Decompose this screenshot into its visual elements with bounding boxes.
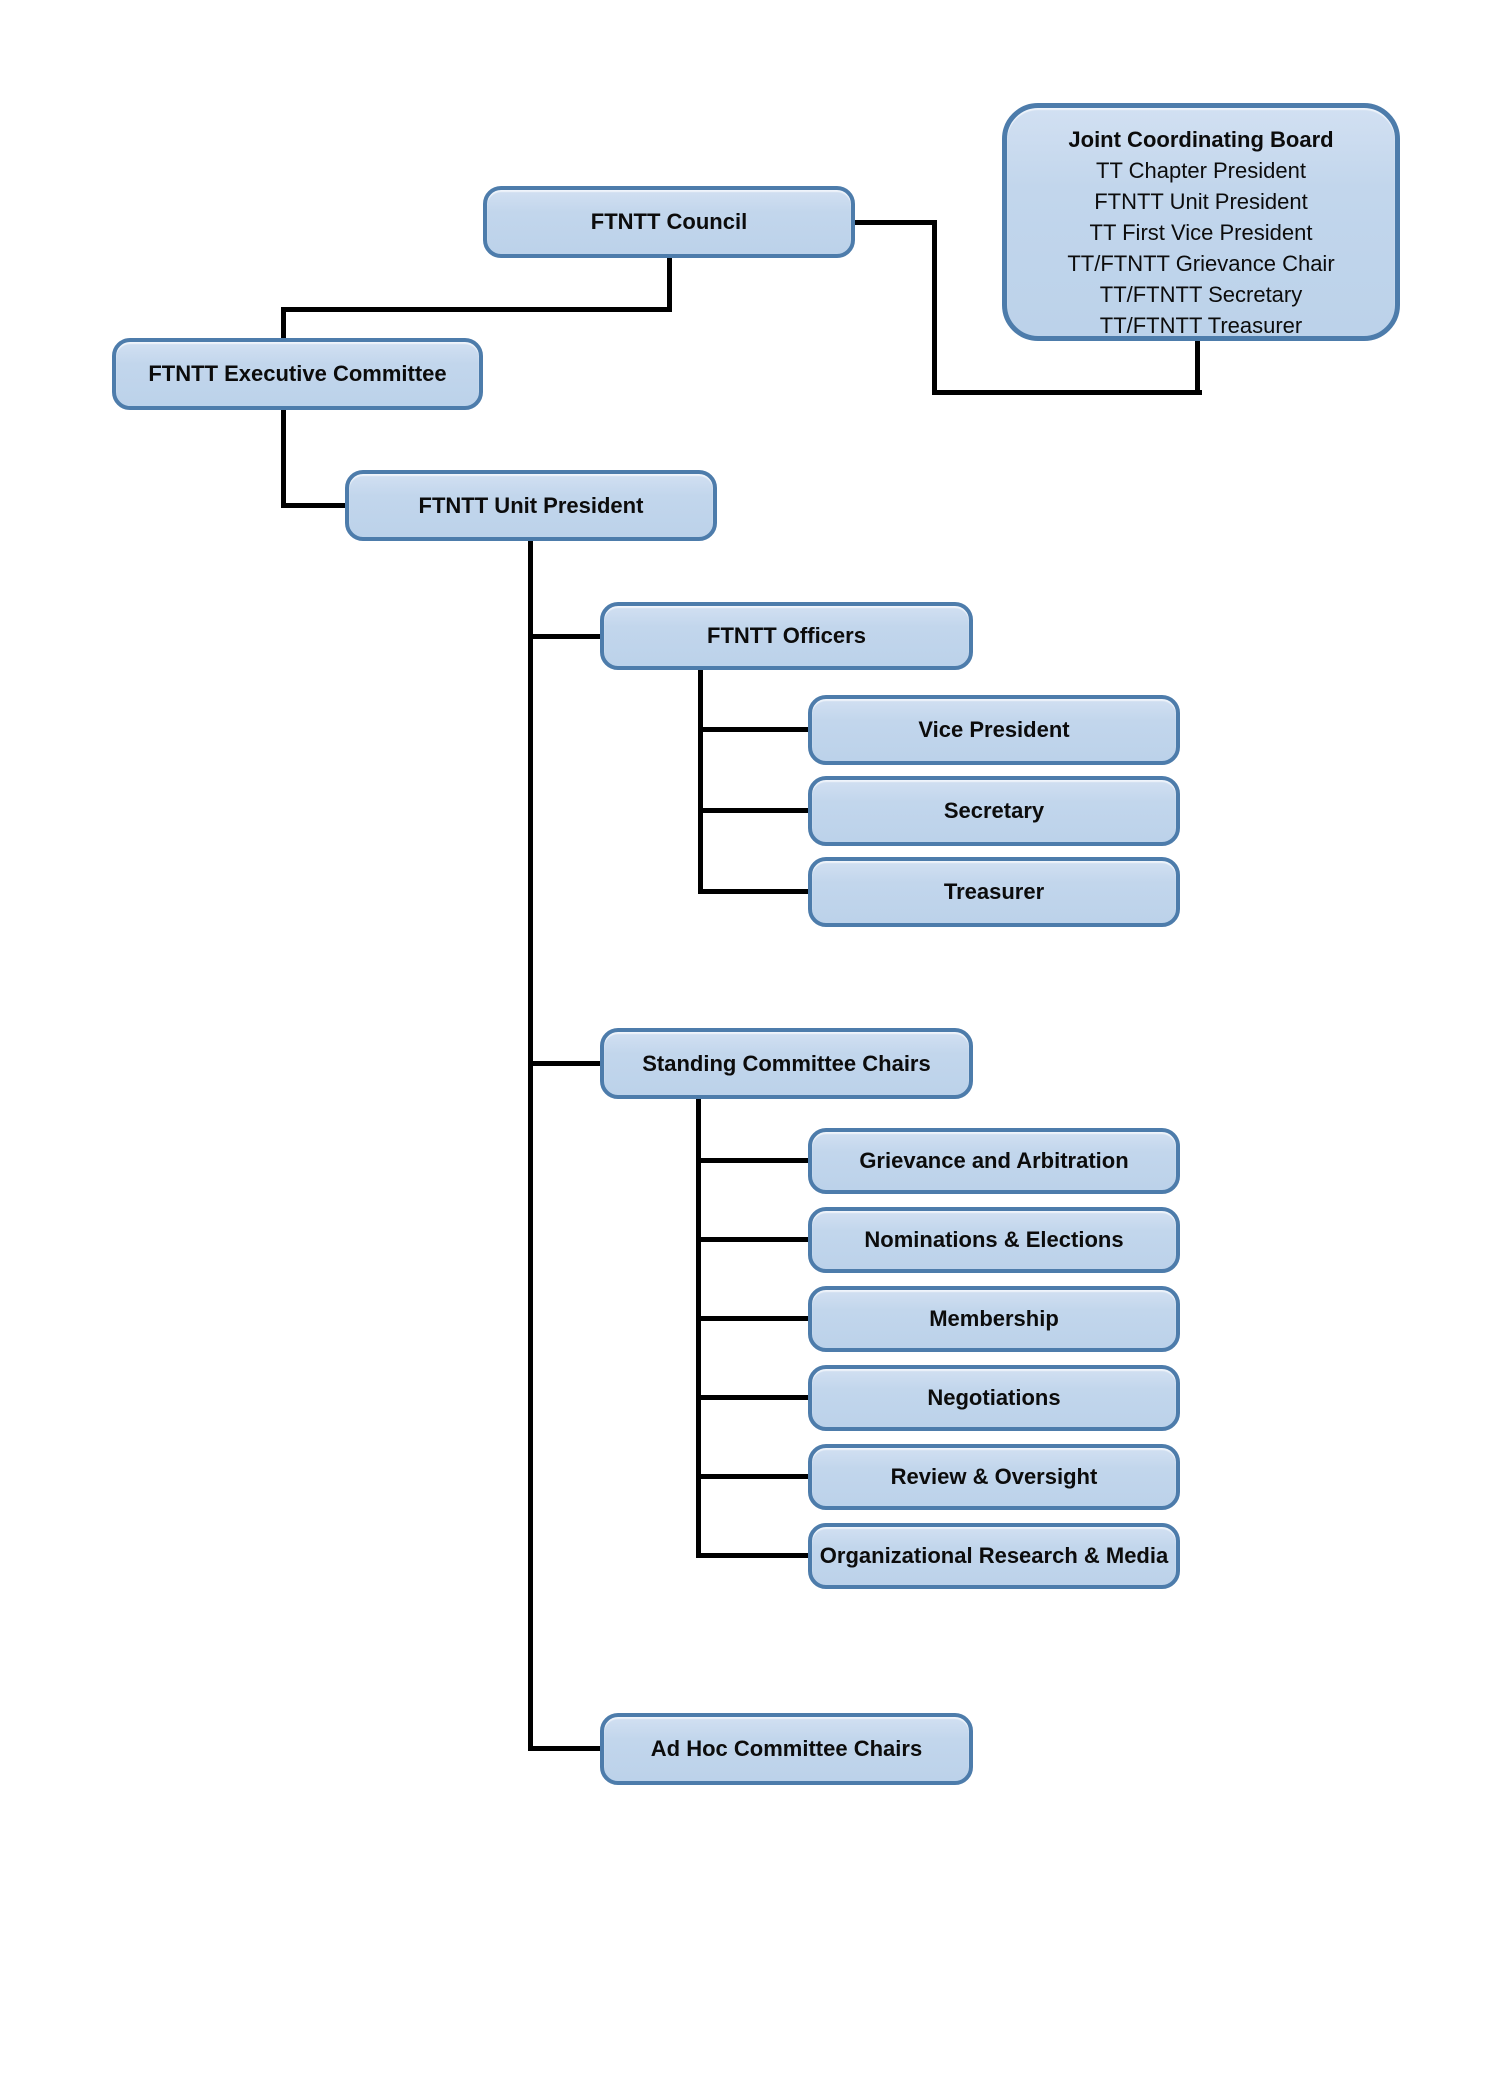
node-title: Joint Coordinating Board	[1068, 127, 1334, 152]
connector-branch-adhoc	[528, 1746, 600, 1751]
node-label: Negotiations	[927, 1385, 1061, 1411]
connector-exec-unitpres-seg1	[281, 410, 286, 508]
connector-exec-unitpres-seg2	[281, 503, 345, 508]
org-node-treasurer: Treasurer	[808, 857, 1180, 927]
org-node-nominations-elections: Nominations & Elections	[808, 1207, 1180, 1273]
connector-branch-membership	[696, 1316, 808, 1321]
node-label: Ad Hoc Committee Chairs	[650, 1736, 923, 1762]
org-node-negotiations: Negotiations	[808, 1365, 1180, 1431]
node-label: Secretary	[943, 798, 1045, 824]
node-label: Review & Oversight	[890, 1464, 1098, 1490]
node-label: FTNTT Executive Committee	[148, 361, 447, 387]
node-label: Standing Committee Chairs	[642, 1050, 931, 1076]
org-node-ftntt-council: FTNTT Council	[483, 186, 855, 258]
connector-branch-org-research	[696, 1553, 808, 1558]
connector-branch-negotiations	[696, 1395, 808, 1400]
connector-council-jcb-seg3	[932, 390, 1202, 395]
node-label: Membership	[929, 1306, 1059, 1332]
connector-council-jcb-seg1	[855, 220, 937, 225]
connector-branch-officers	[528, 634, 600, 639]
node-label: FTNTT Council	[590, 209, 748, 235]
connector-branch-treasurer	[698, 889, 808, 894]
node-label: Nominations & Elections	[864, 1227, 1124, 1253]
board-member: TT First Vice President	[1089, 220, 1313, 245]
org-node-vice-president: Vice President	[808, 695, 1180, 765]
board-member: FTNTT Unit President	[1094, 189, 1308, 214]
org-node-ftntt-officers: FTNTT Officers	[600, 602, 973, 670]
board-member: TT/FTNTT Treasurer	[1099, 313, 1303, 338]
board-member: TT/FTNTT Secretary	[1099, 282, 1303, 307]
org-node-review-oversight: Review & Oversight	[808, 1444, 1180, 1510]
org-node-ad-hoc-committee-chairs: Ad Hoc Committee Chairs	[600, 1713, 973, 1785]
connector-branch-review	[696, 1474, 808, 1479]
board-member: TT Chapter President	[1096, 158, 1306, 183]
connector-branch-grievance	[696, 1158, 808, 1163]
org-node-secretary: Secretary	[808, 776, 1180, 846]
connector-officers-spine	[698, 670, 703, 894]
org-node-ftntt-executive-committee: FTNTT Executive Committee	[112, 338, 483, 410]
connector-council-exec-seg3	[281, 307, 286, 338]
connector-council-exec-seg2	[281, 307, 672, 312]
org-node-ftntt-unit-president: FTNTT Unit President	[345, 470, 717, 541]
connector-branch-standing	[528, 1061, 600, 1066]
org-node-grievance-and-arbitration: Grievance and Arbitration	[808, 1128, 1180, 1194]
board-member: TT/FTNTT Grievance Chair	[1067, 251, 1335, 276]
connector-branch-vice-president	[698, 727, 808, 732]
node-label: Treasurer	[943, 879, 1045, 905]
node-label: FTNTT Officers	[707, 623, 866, 649]
connector-branch-nominations	[696, 1237, 808, 1242]
org-node-organizational-research-media: Organizational Research & Media	[808, 1523, 1180, 1589]
connector-branch-secretary	[698, 808, 808, 813]
node-label: Vice President	[918, 717, 1070, 743]
node-label: Grievance and Arbitration	[859, 1148, 1129, 1174]
node-label: FTNTT Unit President	[418, 492, 644, 518]
connector-council-jcb-seg4	[1195, 341, 1200, 395]
node-label: Organizational Research & Media	[819, 1543, 1169, 1569]
org-node-joint-coordinating-board: Joint Coordinating Board TT Chapter Pres…	[1002, 103, 1400, 341]
org-node-standing-committee-chairs: Standing Committee Chairs	[600, 1028, 973, 1099]
connector-standing-spine	[696, 1099, 701, 1558]
org-node-membership: Membership	[808, 1286, 1180, 1352]
connector-unitpres-trunk	[528, 541, 533, 1751]
connector-council-jcb-seg2	[932, 220, 937, 395]
connector-council-exec-seg1	[667, 258, 672, 312]
